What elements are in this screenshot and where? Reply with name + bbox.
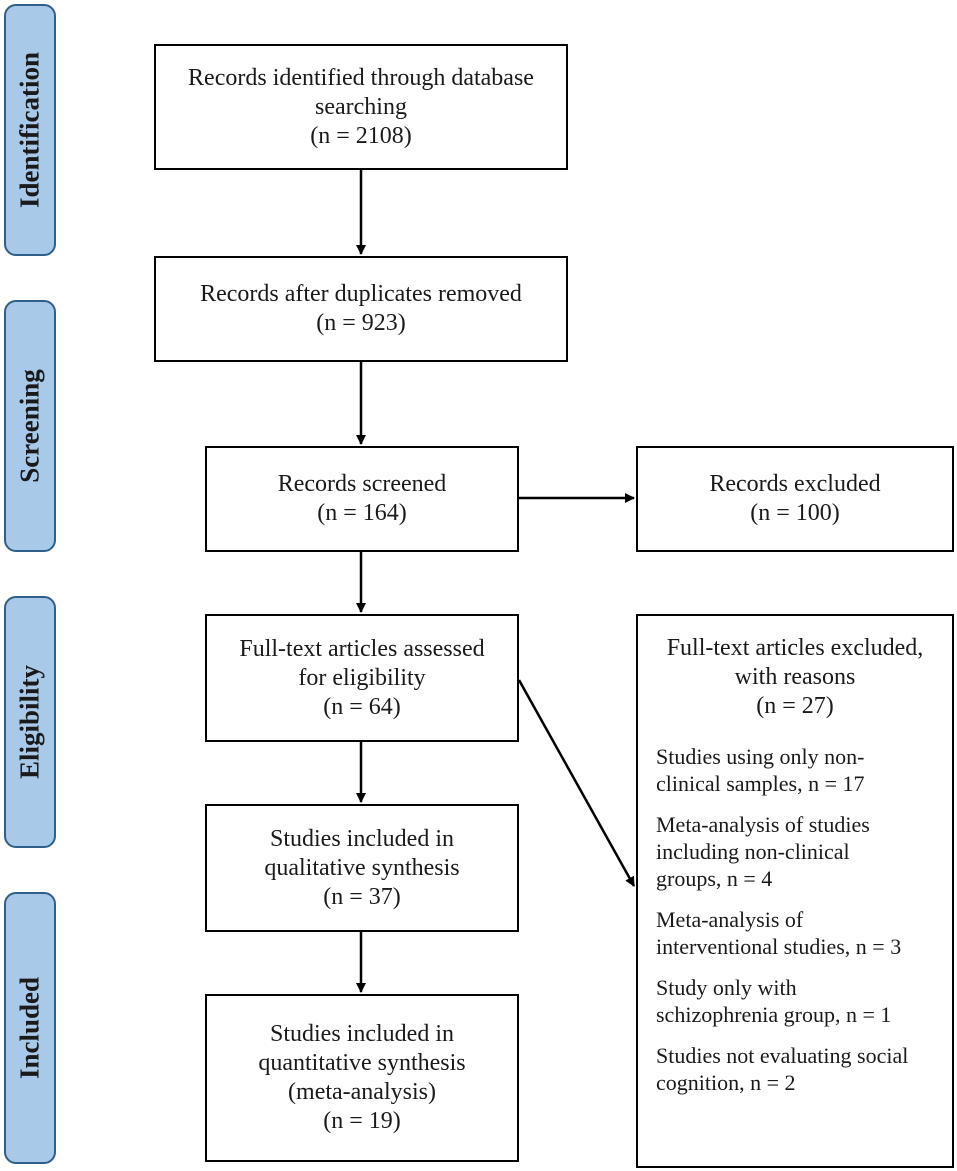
reason-line: interventional studies, n = 3 [656, 934, 902, 959]
box-line: (n = 2108) [310, 122, 412, 149]
box-line: Full-text articles assessed [239, 635, 485, 662]
fulltext-excluded-box: Full-text articles excluded, with reason… [636, 614, 954, 1168]
exclusion-reason: Studies not evaluating social cognition,… [638, 1042, 952, 1096]
exclusion-reason: Meta-analysis of studies including non-c… [638, 811, 952, 892]
exclusion-reason: Studies using only non- clinical samples… [638, 743, 952, 797]
box-line: Records excluded [709, 471, 881, 497]
records-excluded-box: Records excluded (n = 100) [636, 446, 954, 552]
fulltext-excluded-heading: Full-text articles excluded, with reason… [638, 616, 952, 721]
quantitative-synthesis-box: Studies included in quantitative synthes… [205, 994, 519, 1162]
box-line: qualitative synthesis [264, 854, 460, 881]
records-deduplicated-box: Records after duplicates removed (n = 92… [154, 256, 568, 362]
records-screened-box: Records screened (n = 164) [205, 446, 519, 552]
phase-identification: Identification [4, 4, 56, 256]
reason-line: Study only with [656, 975, 797, 1000]
records-identified-box: Records identified through database sear… [154, 44, 568, 170]
reason-line: Studies using only non- [656, 744, 865, 769]
reason-line: schizophrenia group, n = 1 [656, 1002, 892, 1027]
box-line: (n = 100) [750, 500, 840, 526]
box-line: (n = 37) [323, 883, 401, 910]
qualitative-synthesis-box: Studies included in qualitative synthesi… [205, 804, 519, 932]
phase-screening: Screening [4, 300, 56, 552]
box-line: (n = 164) [317, 500, 407, 526]
exclusion-reason: Study only with schizophrenia group, n =… [638, 974, 952, 1028]
box-line: Records after duplicates removed [200, 281, 522, 307]
box-line: Studies included in [270, 1021, 454, 1047]
arrow-fulltext-to-excluded [517, 679, 636, 887]
box-line: Records identified through database [188, 64, 534, 91]
heading-line: with reasons [734, 664, 856, 690]
reason-line: clinical samples, n = 17 [656, 771, 865, 796]
box-line: (n = 64) [323, 693, 401, 720]
box-line: (n = 923) [316, 310, 406, 336]
phase-eligibility: Eligibility [4, 596, 56, 848]
reason-line: Meta-analysis of [656, 907, 804, 932]
box-line: searching [315, 93, 407, 120]
box-line: (n = 19) [323, 1108, 401, 1134]
reason-line: groups, n = 4 [656, 866, 773, 891]
box-line: Records screened [277, 471, 447, 497]
reason-line: Meta-analysis of studies [656, 812, 870, 837]
phase-included: Included [4, 892, 56, 1164]
heading-line: Full-text articles excluded, [666, 635, 924, 661]
box-line: Studies included in [270, 825, 454, 852]
reason-line: Studies not evaluating social [656, 1043, 909, 1068]
box-line: quantitative synthesis [258, 1050, 466, 1076]
fulltext-assessed-box: Full-text articles assessed for eligibil… [205, 614, 519, 742]
exclusion-reason: Meta-analysis of interventional studies,… [638, 906, 952, 960]
heading-line: (n = 27) [756, 693, 834, 719]
box-line: (meta-analysis) [288, 1079, 436, 1105]
reason-line: including non-clinical [656, 839, 850, 864]
reason-line: cognition, n = 2 [656, 1070, 796, 1095]
box-line: for eligibility [298, 664, 426, 691]
